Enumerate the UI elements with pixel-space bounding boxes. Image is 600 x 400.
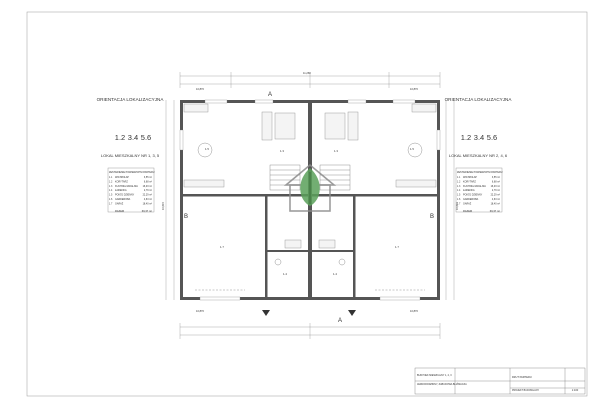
right-unit-2: 3.4 xyxy=(474,133,484,142)
left-unit-3: 5.6 xyxy=(141,133,151,142)
left-room-name: GARDEROBA xyxy=(115,198,131,201)
right-room-name: GARDEROBA xyxy=(463,198,479,201)
left-orientation-heading: ORIENTACJA LOKALIZACYJNA xyxy=(97,97,165,102)
room-right-living: 1.5 xyxy=(410,147,414,151)
dim-top-mid: 11,260 xyxy=(303,71,311,75)
left-room-name: GARAŻ xyxy=(115,202,124,205)
dim-top-right: 10,870 xyxy=(410,87,418,91)
left-unit-title: LOKAL MIESZKALNY NR 1, 3, 5 xyxy=(101,153,160,158)
right-room-area: 6,68 m² xyxy=(492,180,500,183)
dimension-lines: 10,870 11,260 10,870 10,870 10,870 10,61… xyxy=(161,71,459,339)
left-room-number: 1.3 xyxy=(109,185,113,188)
right-room-number: 1.4 xyxy=(457,189,461,192)
room-left-kitchen: 1.3 xyxy=(280,149,284,153)
room-right-kitchen: 1.3 xyxy=(334,149,338,153)
left-unit-1: 1.2 xyxy=(115,133,125,142)
left-room-name: POKÓJ DZIENNY xyxy=(115,194,135,197)
title-block: BUDYNEK MIESZKALNY 1, 2, 3 JEDNORODZINNY… xyxy=(414,367,586,395)
left-info-panel: ORIENTACJA LOKALIZACYJNA 1.2 3.4 5.6 LOK… xyxy=(97,97,165,213)
right-room-number: 1.5 xyxy=(457,194,461,197)
room-left-wc: 1.4 xyxy=(283,272,287,276)
project-name-line1: BUDYNEK MIESZKALNY 1, 2, 3 xyxy=(417,374,452,377)
dim-bottom-left: 10,870 xyxy=(196,309,204,313)
right-room-number: 1.6 xyxy=(457,198,461,201)
house-leaf-logo-icon xyxy=(283,163,337,212)
right-room-area: 3,55 m² xyxy=(492,176,500,179)
right-room-area: 16,03 m² xyxy=(491,185,501,188)
right-area-table xyxy=(455,167,503,213)
dim-bottom-right: 10,870 xyxy=(410,309,418,313)
dim-left-side: 10,615 xyxy=(161,202,165,210)
dim-right-side: 10,615 xyxy=(455,202,459,210)
left-room-area: 3,55 m² xyxy=(144,176,152,179)
right-unit-1: 1.2 xyxy=(461,133,471,142)
right-room-name: KORYTARZ xyxy=(463,180,476,183)
left-room-number: 1.2 xyxy=(109,180,113,183)
left-room-area: 2,79 m² xyxy=(144,189,152,192)
left-room-area: 4,63 m² xyxy=(144,198,152,201)
left-area-table xyxy=(107,167,155,213)
section-mark-right: B xyxy=(430,214,434,220)
right-total-label: RAZEM xyxy=(463,209,472,213)
project-stage: PROJEKT BUDOWLANY xyxy=(512,389,539,392)
left-room-number: 1.1 xyxy=(109,176,113,179)
right-room-area: 22,29 m² xyxy=(491,194,501,197)
left-room-number: 1.4 xyxy=(109,189,113,192)
left-room-area: 16,03 m² xyxy=(143,185,153,188)
left-room-name: WIATROŁAP xyxy=(115,176,129,179)
left-table-header: ZESTAWIENIE POWIERZCHNI PARTERU xyxy=(109,171,155,174)
right-room-area: 18,40 m² xyxy=(491,202,501,205)
left-room-number: 1.7 xyxy=(109,202,113,205)
room-left-living: 1.5 xyxy=(205,147,209,151)
right-room-number: 1.2 xyxy=(457,180,461,183)
room-right-wc: 1.4 xyxy=(333,272,337,276)
right-orientation-heading: ORIENTACJA LOKALIZACYJNA xyxy=(445,97,513,102)
right-room-number: 1.3 xyxy=(457,185,461,188)
left-room-name: ŁAZIENKA xyxy=(115,189,127,192)
right-room-name: KUCHNIA/JADALNIA xyxy=(463,185,486,188)
room-right-garage: 1.7 xyxy=(395,245,399,249)
right-room-name: POKÓJ DZIENNY xyxy=(463,194,483,197)
left-unit-2: 3.4 xyxy=(128,133,138,142)
section-mark-bottom: A xyxy=(338,318,342,324)
right-room-area: 4,63 m² xyxy=(492,198,500,201)
section-mark-top: A xyxy=(268,92,272,98)
right-table-header: ZESTAWIENIE POWIERZCHNI PARTERU xyxy=(457,171,503,174)
right-room-name: WIATROŁAP xyxy=(463,176,477,179)
right-room-number: 1.7 xyxy=(457,202,461,205)
right-room-number: 1.1 xyxy=(457,176,461,179)
right-unit-title: LOKAL MIESZKALNY NR 2, 4, 6 xyxy=(449,153,508,158)
drawing-scale: 1:100 xyxy=(572,388,579,392)
drawing-title: RZUT PARTERU xyxy=(512,375,532,379)
left-room-name: KORYTARZ xyxy=(115,180,128,183)
left-room-area: 6,68 m² xyxy=(144,180,152,183)
right-unit-3: 5.6 xyxy=(487,133,497,142)
floor-plan: 1.5 1.3 1.7 1.4 1.5 1.3 1.7 1.4 A A B B xyxy=(179,92,441,324)
right-info-panel: ORIENTACJA LOKALIZACYJNA 1.2 3.4 5.6 LOK… xyxy=(445,97,513,213)
project-name-line2: JEDNORODZINNY, ZABUDOWA BLIŹNIACZA xyxy=(417,383,467,386)
sheet-border xyxy=(26,11,588,397)
room-left-garage: 1.7 xyxy=(220,245,224,249)
left-room-number: 1.6 xyxy=(109,198,113,201)
section-arrow-right xyxy=(348,310,356,316)
left-room-area: 22,29 m² xyxy=(143,194,153,197)
left-total-value: 69,37 m² xyxy=(142,209,152,213)
left-room-number: 1.5 xyxy=(109,194,113,197)
section-arrow-left xyxy=(262,310,270,316)
right-room-name: GARAŻ xyxy=(463,202,472,205)
dim-top-left: 10,870 xyxy=(196,87,204,91)
left-total-label: RAZEM xyxy=(115,209,124,213)
left-room-name: KUCHNIA/JADALNIA xyxy=(115,185,138,188)
right-room-area: 2,79 m² xyxy=(492,189,500,192)
right-room-name: ŁAZIENKA xyxy=(463,189,475,192)
section-mark-left: B xyxy=(184,214,188,220)
right-total-value: 69,37 m² xyxy=(490,209,500,213)
left-room-area: 18,40 m² xyxy=(143,202,153,205)
